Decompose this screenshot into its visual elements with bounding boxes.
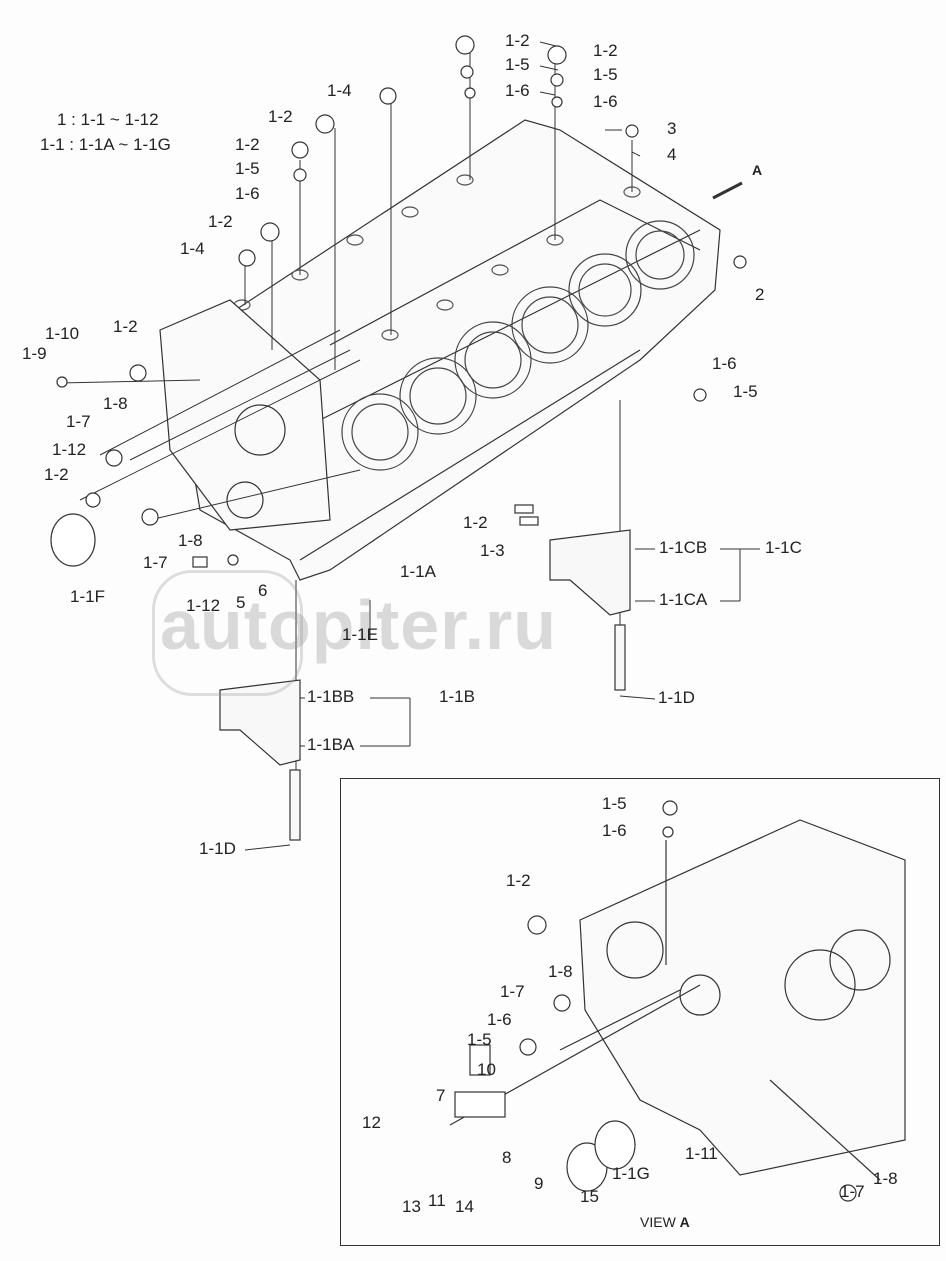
callout: 4 xyxy=(667,145,677,164)
view-a-callout: 1-2 xyxy=(506,871,531,890)
view-a-callout: 1-5 xyxy=(602,794,627,813)
callout: 1-10 xyxy=(45,324,80,343)
callout: 1-1F xyxy=(70,587,105,606)
callout: 2 xyxy=(755,285,765,304)
view-a-inset xyxy=(340,778,940,1246)
view-a-callout: 11 xyxy=(428,1191,446,1210)
callout: 1-1D xyxy=(199,839,236,858)
view-a-callout: 1-5 xyxy=(467,1030,492,1049)
view-a-callout: 8 xyxy=(502,1148,512,1167)
callout: 1-6 xyxy=(593,92,618,111)
view-a-callout: 7 xyxy=(436,1086,446,1105)
view-a-callout: 13 xyxy=(402,1197,421,1216)
callout: 1-5 xyxy=(593,65,618,84)
summary-line-2: 1-1 : 1-1A ~ 1-1G xyxy=(40,135,171,154)
callout: 1-4 xyxy=(180,239,205,258)
callout: 1-2 xyxy=(268,107,293,126)
callout: 1-1C xyxy=(765,538,802,557)
callout: 1-6 xyxy=(505,81,530,100)
view-a-title-letter: A xyxy=(679,1214,690,1230)
callout: 1-2 xyxy=(463,513,488,532)
callout: 1-4 xyxy=(327,81,352,100)
watermark-logo xyxy=(152,570,303,696)
view-a-title: VIEW A xyxy=(640,1212,690,1232)
view-a-callout: 1-7 xyxy=(840,1182,865,1201)
callout: 1-8 xyxy=(178,531,203,550)
callout: 1-1D xyxy=(658,688,695,707)
callout: 5 xyxy=(236,593,246,612)
view-a-arrow-label: A xyxy=(752,162,763,178)
callout: 1-1CB xyxy=(659,538,708,557)
callout: 1-1B xyxy=(439,687,475,706)
bearing-caps xyxy=(219,529,631,841)
callout: 1-7 xyxy=(143,553,168,572)
view-a-callout: 1-11 xyxy=(685,1144,718,1163)
summary-line-1: 1 : 1-1 ~ 1-12 xyxy=(57,110,159,129)
callout: 1-2 xyxy=(235,135,260,154)
view-a-callout: 1-6 xyxy=(602,821,627,840)
view-a-callout: 1-6 xyxy=(487,1010,512,1029)
callout: 1-6 xyxy=(235,184,260,203)
callout: 1-2 xyxy=(208,212,233,231)
callout: 1-1CA xyxy=(659,590,708,609)
callout: 1-9 xyxy=(22,344,47,363)
callout: 1-3 xyxy=(480,541,505,560)
callout: 3 xyxy=(667,119,677,138)
callout: 1-12 xyxy=(52,440,87,459)
callout: 1-2 xyxy=(593,41,618,60)
callout: 1-7 xyxy=(66,412,91,431)
callout: 1-1E xyxy=(342,625,378,644)
callout: 1-1BB xyxy=(307,687,355,706)
view-a-callout: 1-1G xyxy=(612,1164,650,1183)
callout: 1-2 xyxy=(113,317,138,336)
callout: 1-5 xyxy=(235,159,260,178)
view-a-drawing xyxy=(449,800,906,1202)
view-a-callout: 9 xyxy=(534,1174,544,1193)
callout: 1-6 xyxy=(712,354,737,373)
callout: 1-5 xyxy=(733,382,758,401)
view-a-callout: 14 xyxy=(455,1197,474,1216)
view-a-callout: 1-8 xyxy=(873,1169,898,1188)
callout: 1-8 xyxy=(103,394,128,413)
callout: 1-12 xyxy=(186,596,221,615)
callout: 6 xyxy=(258,581,268,600)
view-a-callout: 15 xyxy=(580,1187,599,1206)
callout: 1-1BA xyxy=(307,735,355,754)
view-a-callout: 12 xyxy=(362,1113,381,1132)
callout: 1-2 xyxy=(505,31,530,50)
callout: 1-2 xyxy=(44,465,69,484)
view-a-title-prefix: VIEW xyxy=(640,1214,676,1230)
callout: 1-1A xyxy=(400,562,436,581)
view-a-callout: 1-8 xyxy=(548,962,573,981)
callout: 1-5 xyxy=(505,55,530,74)
watermark: autopiter.ru xyxy=(160,586,558,664)
view-a-callout: 1-7 xyxy=(500,982,525,1001)
view-a-callout: 10 xyxy=(477,1060,496,1079)
